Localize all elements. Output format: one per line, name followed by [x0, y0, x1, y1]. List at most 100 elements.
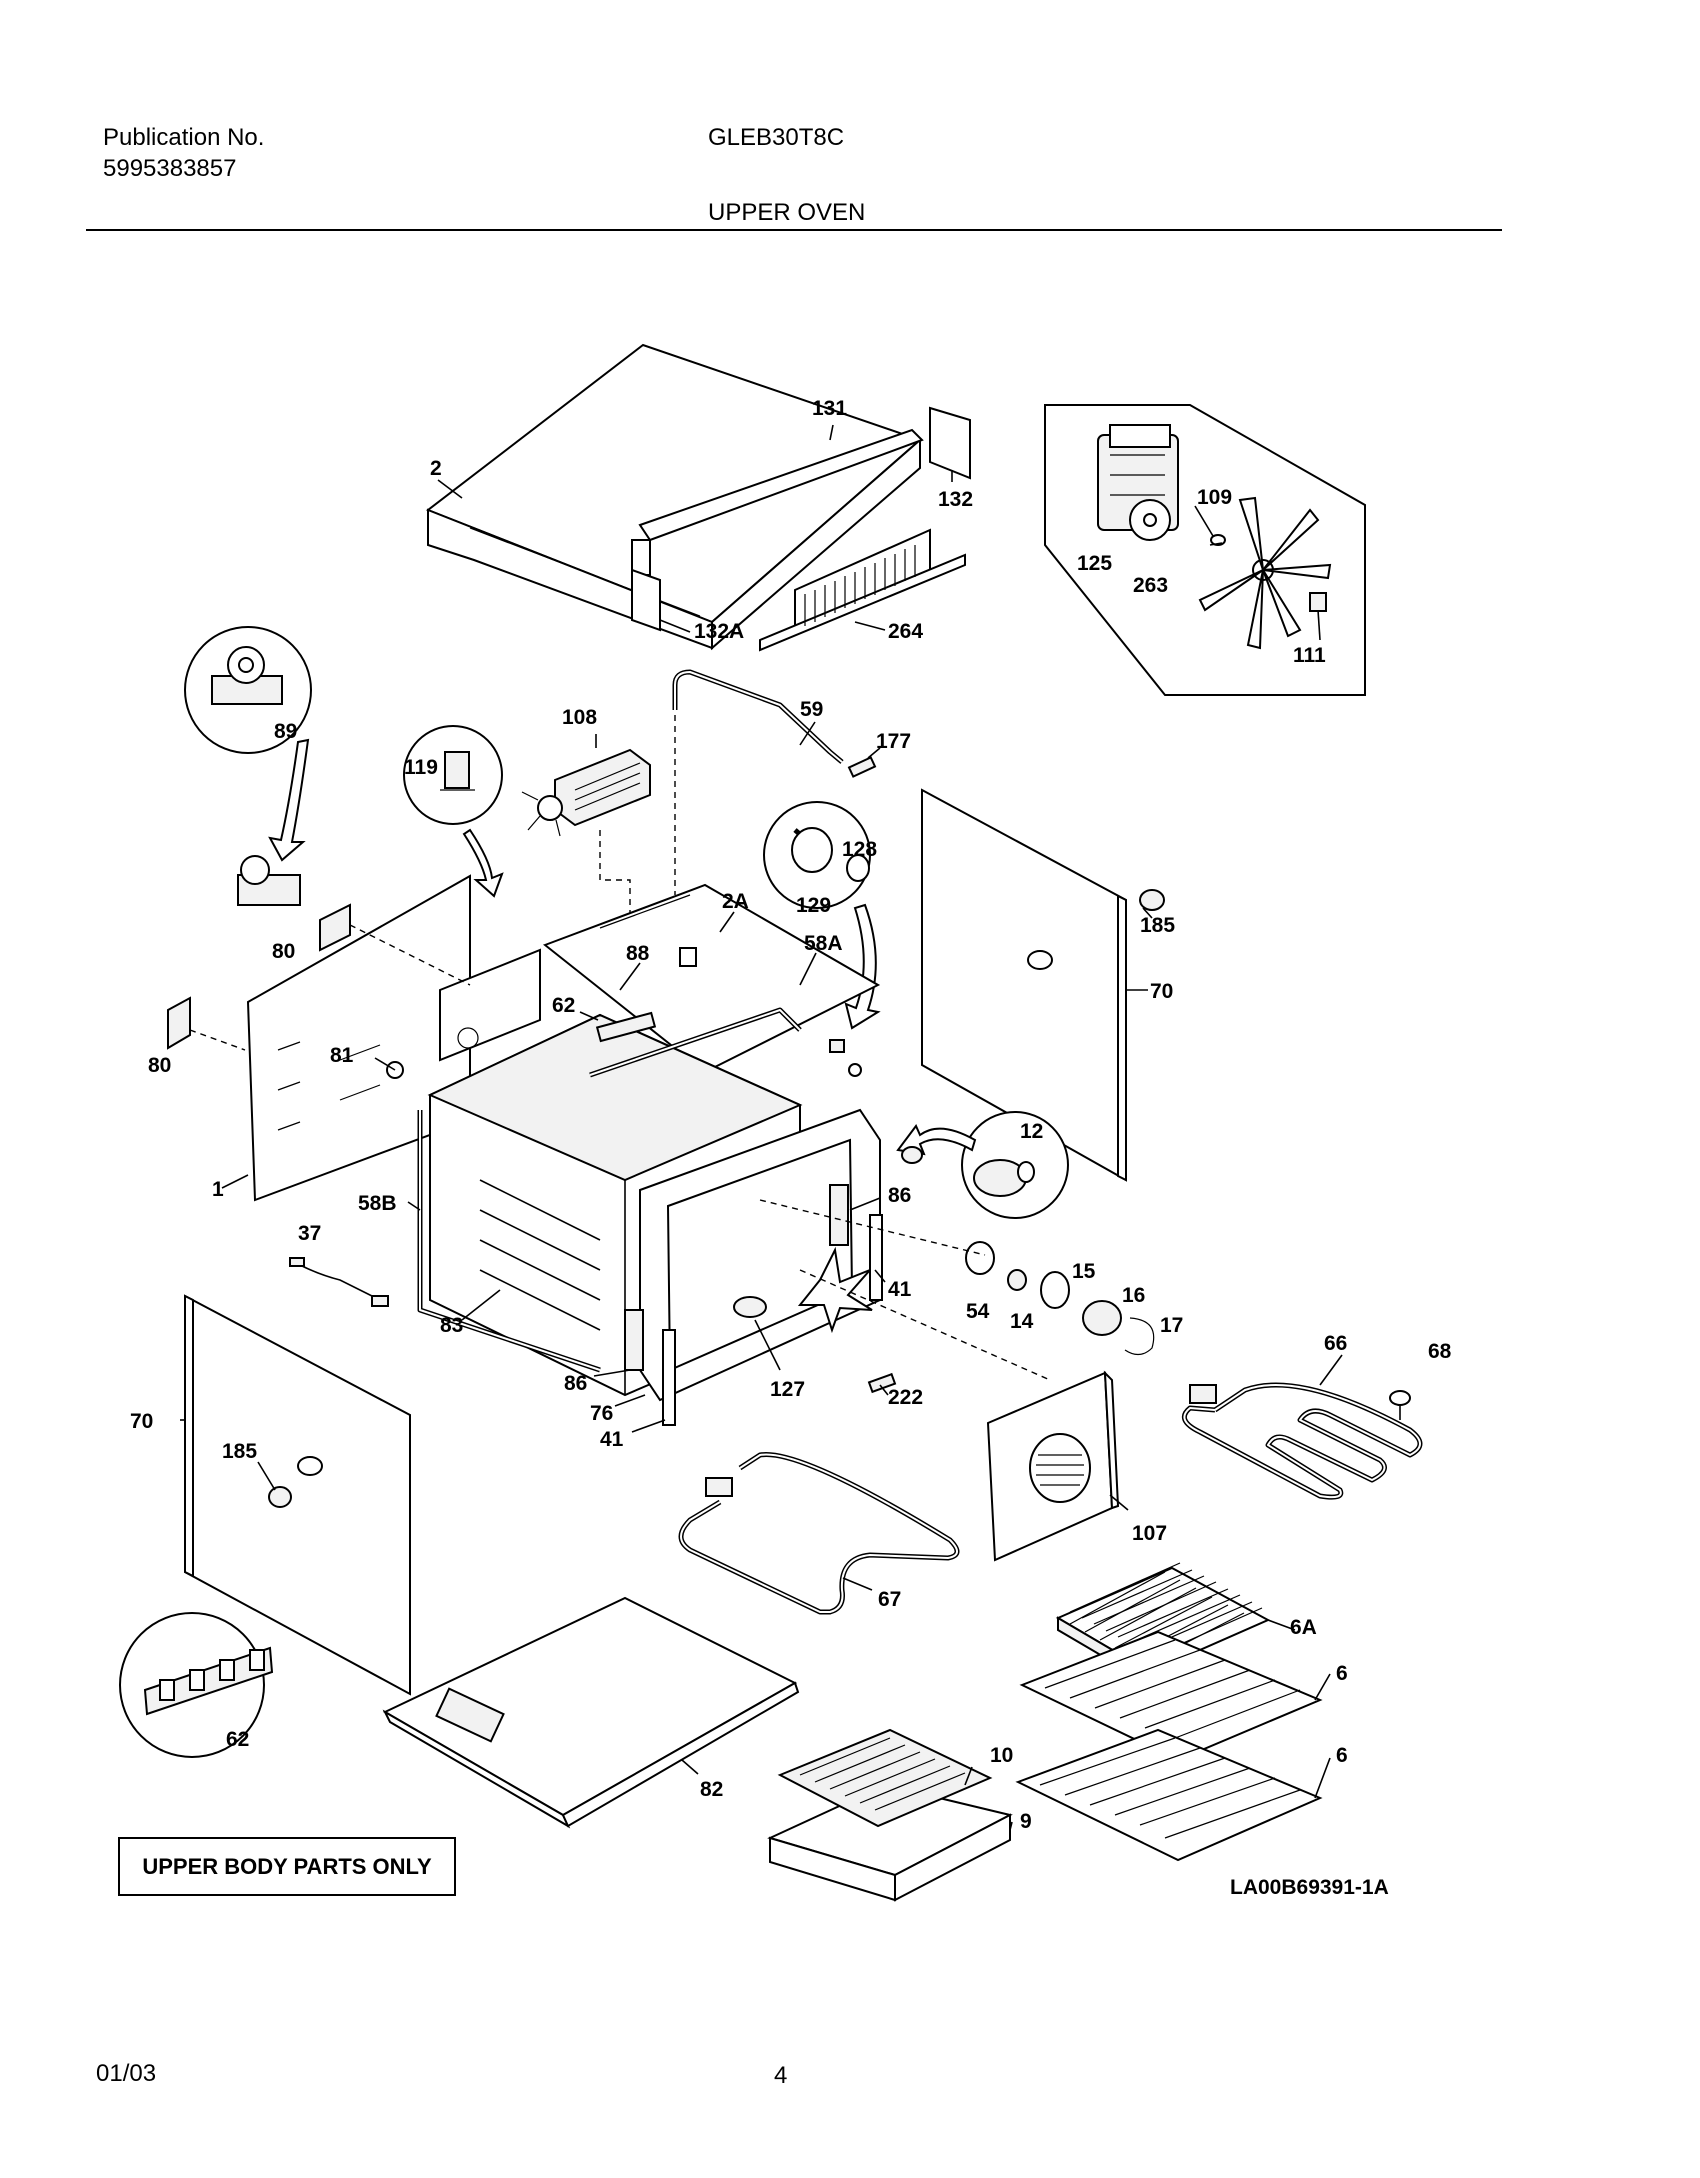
bracket-80-left-part	[167, 996, 191, 1050]
callout-263: 263	[1133, 574, 1168, 597]
inset-circle-128-129	[763, 801, 871, 909]
callout-58b: 58B	[358, 1192, 397, 1215]
bracket-132-part	[929, 406, 971, 480]
callout-125: 125	[1077, 552, 1112, 575]
oven-rack-upper-part	[1019, 1630, 1323, 1762]
callout-264: 264	[888, 620, 923, 643]
lens-holder-part	[901, 1146, 923, 1164]
callout-185-top: 185	[1140, 914, 1175, 937]
arrow-89	[268, 738, 310, 862]
callout-14: 14	[1010, 1310, 1034, 1333]
callout-185-bottom: 185	[222, 1440, 257, 1463]
callout-62-inset: 62	[226, 1728, 249, 1751]
callout-88: 88	[626, 942, 650, 965]
leader-light-axis	[759, 1199, 986, 1256]
callout-2a: 2A	[722, 890, 749, 913]
callout-6a: 6A	[1290, 1616, 1317, 1639]
callout-66: 66	[1324, 1332, 1347, 1355]
callout-labels: 2 131 132 132A 264 125 109 263 111 89 11…	[130, 397, 1452, 1833]
broil-element-part	[1181, 1382, 1423, 1500]
callout-132: 132	[938, 488, 973, 511]
bottom-panel-part	[382, 1596, 800, 1829]
light-assembly-parts	[965, 1241, 1155, 1356]
oven-rack-lower-part	[1015, 1728, 1323, 1862]
callout-41-lower: 41	[600, 1428, 624, 1451]
inset-circle-89	[184, 626, 312, 754]
hinge-86-upper-part	[829, 1184, 883, 1301]
bracket-80-top-part	[319, 903, 351, 952]
callout-109: 109	[1197, 486, 1232, 509]
upper-body-parts-note: UPPER BODY PARTS ONLY	[118, 1837, 456, 1896]
callout-9: 9	[1020, 1810, 1032, 1833]
callout-70-right: 70	[1150, 980, 1173, 1003]
publication-number: 5995383857	[103, 155, 237, 182]
callout-6-lower: 6	[1336, 1744, 1348, 1767]
inset-circle-62	[119, 1612, 274, 1758]
leader-80a	[349, 924, 471, 986]
thermostat-part	[237, 855, 301, 906]
callout-132a: 132A	[694, 620, 744, 643]
callout-76: 76	[590, 1402, 613, 1425]
callout-68: 68	[1428, 1340, 1452, 1363]
convection-fan-inset	[1044, 404, 1366, 696]
callout-119: 119	[404, 756, 438, 779]
callout-10: 10	[990, 1744, 1013, 1767]
bushing-185-top-part	[1139, 889, 1165, 911]
convection-cover-part	[986, 1370, 1120, 1562]
vent-trim-part	[631, 428, 924, 576]
callout-222: 222	[888, 1386, 923, 1409]
callout-37: 37	[298, 1222, 321, 1245]
callout-leaders	[180, 424, 1343, 1831]
callout-12: 12	[1020, 1120, 1043, 1143]
clip-222-part	[867, 1372, 897, 1394]
publication-label: Publication No.	[103, 124, 265, 151]
callout-6-upper: 6	[1336, 1662, 1348, 1685]
inset-circle-12	[961, 1111, 1069, 1219]
callout-86-upper: 86	[888, 1184, 911, 1207]
callout-59: 59	[800, 698, 823, 721]
callout-70-left: 70	[130, 1410, 153, 1433]
callout-82: 82	[700, 1778, 723, 1801]
wire-harness-part	[289, 1257, 389, 1307]
callout-80-left: 80	[148, 1054, 171, 1077]
element-screw-68-part	[1389, 1390, 1411, 1420]
callout-128: 128	[842, 838, 877, 861]
page-number: 4	[774, 2062, 788, 2089]
leader-80b	[189, 1029, 246, 1051]
drawing-id: LA00B69391-1A	[1230, 1876, 1389, 1899]
bake-element-part	[678, 1452, 960, 1615]
callout-86-lower: 86	[564, 1372, 587, 1395]
section-title: UPPER OVEN	[708, 199, 866, 226]
oven-cavity-assembly	[246, 874, 881, 1402]
arrow-119	[462, 828, 504, 898]
bushing-185-bottom-part	[268, 1486, 292, 1508]
callout-81: 81	[330, 1044, 354, 1067]
callout-1: 1	[212, 1178, 224, 1201]
footer-date: 01/03	[96, 2060, 157, 2087]
inset-circle-119	[403, 725, 503, 825]
callout-54: 54	[966, 1300, 990, 1323]
cooling-fan-part	[521, 748, 651, 837]
fan-motor-mount-part	[733, 1246, 873, 1334]
callout-108: 108	[562, 706, 597, 729]
light-socket-part	[848, 1063, 862, 1077]
callout-67: 67	[878, 1588, 901, 1611]
callout-177: 177	[876, 730, 911, 753]
vent-grille-part	[759, 528, 966, 652]
callout-41-right: 41	[888, 1278, 912, 1301]
callout-89: 89	[274, 720, 297, 743]
callout-131: 131	[812, 397, 847, 420]
back-panel-right-part	[921, 788, 1127, 1182]
leader-108	[599, 830, 631, 935]
callout-58a: 58A	[804, 932, 843, 955]
vent-tube-part	[672, 669, 844, 764]
hinge-86-lower-part	[624, 1309, 676, 1426]
callout-15: 15	[1072, 1260, 1096, 1283]
callout-17: 17	[1160, 1314, 1183, 1337]
bracket-132a-part	[631, 568, 661, 632]
leader-222	[799, 1269, 1051, 1381]
callout-83: 83	[440, 1314, 463, 1337]
arrow-128-129	[844, 903, 881, 1030]
back-panel-left-part	[184, 1294, 411, 1696]
